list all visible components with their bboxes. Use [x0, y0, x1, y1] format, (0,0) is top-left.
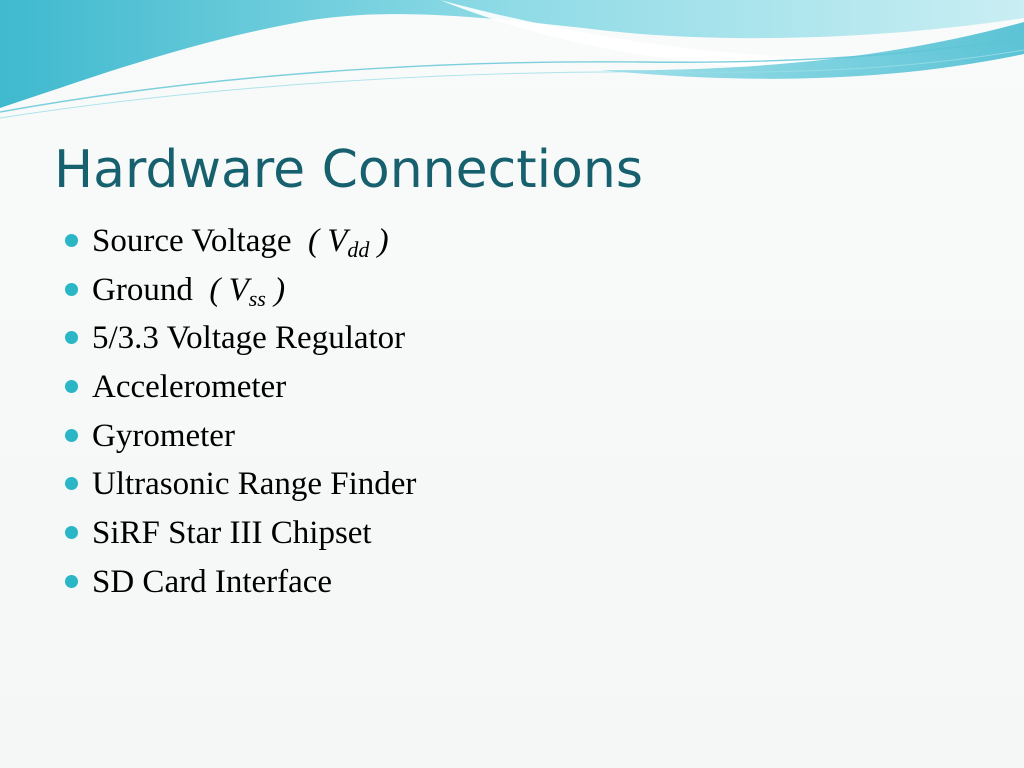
bullet-dot-icon — [65, 380, 78, 394]
bullet-list: Source Voltage ( Vdd ) Ground ( Vss ) 5/… — [64, 218, 416, 608]
bullet-dot-icon — [65, 428, 78, 442]
bullet-text: Accelerometer — [92, 369, 287, 406]
symbol-vss: ( Vss ) — [209, 271, 286, 311]
bullet-item: SiRF Star III Chipset — [64, 510, 416, 559]
bullet-item: Source Voltage ( Vdd ) — [64, 218, 416, 267]
bullet-text: SD Card Interface — [92, 563, 333, 600]
bullet-dot-icon — [65, 234, 78, 247]
bullet-dot-icon — [65, 331, 78, 345]
bullet-text: Source Voltage — [92, 223, 292, 259]
slide-title: Hardware Connections — [54, 140, 643, 200]
wave-thin-line-1 — [0, 37, 1024, 113]
bullet-dot-icon — [65, 477, 78, 491]
bullet-item: SD Card Interface — [64, 559, 416, 608]
header-wave-decoration — [0, 0, 1024, 119]
bullet-text: SiRF Star III Chipset — [92, 515, 372, 552]
bullet-dot-icon — [65, 526, 78, 540]
bullet-dot-icon — [65, 282, 78, 296]
bullet-text: 5/3.3 Voltage Regulator — [92, 320, 406, 357]
bullet-dot-icon — [65, 574, 78, 588]
bullet-item: Gyrometer — [64, 413, 416, 462]
wave-highlight — [440, 0, 1024, 73]
bullet-item: Accelerometer — [64, 364, 416, 413]
wave-band-right — [600, 22, 1024, 79]
symbol-vdd: ( Vdd ) — [308, 223, 389, 262]
bullet-text: Gyrometer — [92, 417, 235, 454]
bullet-text: Ground — [92, 271, 193, 308]
bullet-text: Ultrasonic Range Finder — [92, 466, 417, 503]
wave-thin-line-2 — [0, 49, 1024, 119]
wave-band-top — [0, 0, 1024, 108]
bullet-item: 5/3.3 Voltage Regulator — [64, 315, 416, 364]
bullet-item: Ultrasonic Range Finder — [64, 461, 416, 510]
bullet-item: Ground ( Vss ) — [64, 267, 416, 316]
